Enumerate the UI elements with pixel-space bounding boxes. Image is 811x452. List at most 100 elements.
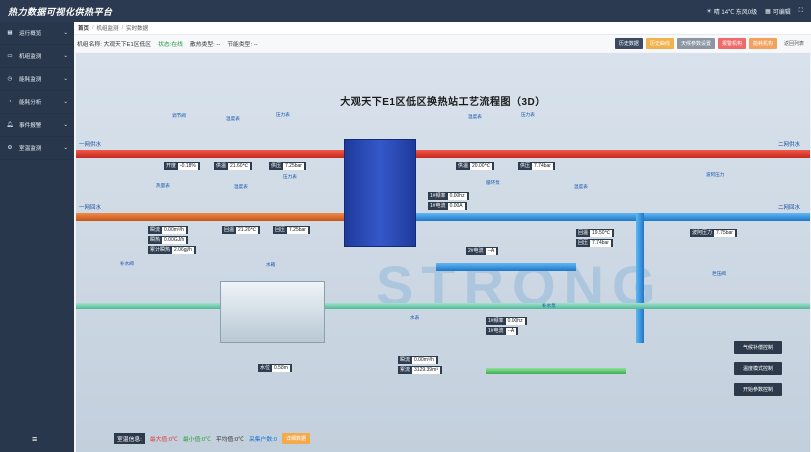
chevron-down-icon: ⌄ <box>63 99 68 105</box>
makeup-pump-pipe <box>486 368 626 374</box>
secondary-return-pipe <box>416 213 810 221</box>
room-temp-avg: 0℃ <box>234 437 244 443</box>
makeup-pump-label: 补水泵 <box>542 303 556 308</box>
history-data-button[interactable]: 历史数据 <box>614 38 643 49</box>
sidebar-item-alarm[interactable]: 🔔︎ 事件报警 ⌄ <box>0 114 74 137</box>
chevron-down-icon: ⌄ <box>63 122 68 128</box>
grid-icon: ▦ <box>765 8 771 15</box>
pie-icon: ◔ <box>8 99 12 105</box>
param-control-button[interactable]: 开始参数控制 <box>734 383 782 396</box>
heat-exchanger[interactable] <box>344 139 416 247</box>
chevron-down-icon: ⌄ <box>63 76 68 82</box>
temp-gauge-label-4: 温度表 <box>574 184 588 189</box>
breadcrumb-home[interactable]: 首页 <box>78 26 90 32</box>
fullscreen-icon[interactable]: ⛶ <box>798 7 803 14</box>
chevron-down-icon: ⌄ <box>63 145 68 151</box>
reading-valve-open: 开度-0.18% <box>164 162 200 170</box>
climate-control-button[interactable]: 气候补偿控制 <box>734 341 782 354</box>
primary-return-pipe <box>76 213 344 221</box>
process-diagram: STRONG 大观天下E1区低区换热站工艺流程图（3D） 一网供水 一网回水 二… <box>76 53 810 452</box>
pressure-ctrl-label: 波阿压力 <box>706 172 725 177</box>
pressure-gauge-label-1: 压力表 <box>276 112 290 117</box>
menu-icon[interactable]: ≡ <box>32 434 38 444</box>
heat-type: -- <box>216 42 221 48</box>
water-tank[interactable] <box>220 281 325 343</box>
room-temp-max: 0℃ <box>168 437 178 443</box>
screen-toggle[interactable]: ▦ 可编辑 <box>765 8 791 16</box>
circ-pump-label: 循环泵 <box>486 180 500 185</box>
app-title: 热力数据可视化供热平台 <box>8 6 113 17</box>
reading-mk1-cur: 1#电流--A <box>486 327 519 335</box>
params-settings-button[interactable]: 天候参数设置 <box>676 38 715 49</box>
pump-loop-pipe <box>436 263 576 271</box>
sidebar-item-overview[interactable]: ▦ 运行概览 ⌄ <box>0 22 74 45</box>
monitor-icon: ▭ <box>7 53 13 59</box>
weather: ☀ 晴 14℃ 东风0级 <box>706 8 758 16</box>
label-p2-supply: 二网供水 <box>778 142 801 148</box>
main-content: 首页 / 机组监测 / 实时数据 机组名称: 大观天下E1区低区 状态:在线 散… <box>74 22 811 452</box>
grid-icon: ▦ <box>7 30 13 36</box>
makeup-valve-label: 补水阀 <box>120 261 134 266</box>
room-temp-count: 0 <box>273 437 277 443</box>
room-temp-bar: 室温信息: 最大值:0℃ 最小值:0℃ 平均值:0℃ 采集户数:0 详细数据 <box>114 433 311 444</box>
top-right-tools: ☀ 晴 14℃ 东风0级 ▦ 可编辑 ⛶ <box>706 7 803 16</box>
sidebar: ▦ 运行概览 ⌄ ▭ 机组监测 ⌄ ◷ 能耗监测 ⌄ ◔ 能耗分析 ⌄ 🔔︎ 事… <box>0 22 74 452</box>
status-badge: 在线 <box>171 42 183 48</box>
sidebar-item-unit-monitor[interactable]: ▭ 机组监测 ⌄ <box>0 45 74 68</box>
temp-gauge-label-3: 温度表 <box>468 114 482 119</box>
temp-gauge-label-1: 温度表 <box>226 116 240 121</box>
water-meter-label: 水表 <box>410 315 420 320</box>
history-curve-button[interactable]: 历史曲线 <box>645 38 674 49</box>
regulating-valve-label: 调节阀 <box>172 113 186 118</box>
chevron-down-icon: ⌄ <box>63 53 68 59</box>
breadcrumb-level2: 实时数据 <box>126 26 149 32</box>
diagram-title: 大观天下E1区低区换热站工艺流程图（3D） <box>340 97 546 108</box>
energy-button[interactable]: 能耗机构 <box>748 38 777 49</box>
unit-name: 大观天下E1区低区 <box>103 42 152 48</box>
detail-data-button[interactable]: 详细数据 <box>282 433 311 444</box>
sidebar-item-energy-monitor[interactable]: ◷ 能耗监测 ⌄ <box>0 68 74 91</box>
breadcrumb-level1[interactable]: 机组监测 <box>96 26 119 32</box>
label-p1-return: 一网回水 <box>79 205 102 211</box>
alarm-button[interactable]: 报警机构 <box>717 38 746 49</box>
chevron-down-icon: ⌄ <box>63 30 68 36</box>
sidebar-item-energy-analysis[interactable]: ◔ 能耗分析 ⌄ <box>0 91 74 114</box>
unit-info-bar: 机组名称: 大观天下E1区低区 状态:在线 散热类型: -- 节能类型: -- … <box>74 35 811 52</box>
save-type: -- <box>253 42 258 48</box>
reading-pump2-cur: 2#电流--A <box>466 247 499 255</box>
temp-gauge-label-2: 温度表 <box>234 184 248 189</box>
bell-icon: 🔔︎ <box>6 122 14 128</box>
primary-supply-pipe <box>76 150 810 158</box>
gear-icon: ⚙ <box>7 145 13 151</box>
makeup-water-pipe <box>76 303 810 309</box>
pressure-gauge-label-3: 压力表 <box>521 112 535 117</box>
heat-meter-label: 热量表 <box>156 183 170 188</box>
clock-icon: ◷ <box>7 76 13 82</box>
relief-valve-label: 泄压阀 <box>712 271 726 276</box>
back-to-list-button[interactable]: 返回列表 <box>783 41 804 47</box>
secondary-return-riser <box>636 213 644 343</box>
water-tank-label: 水箱 <box>266 262 276 267</box>
sidebar-item-room-temp[interactable]: ⚙ 室温监测 ⌄ <box>0 137 74 160</box>
temp-mode-control-button[interactable]: 温度模式控制 <box>734 362 782 375</box>
room-temp-label: 室温信息: <box>114 433 145 444</box>
action-buttons: 历史数据 历史曲线 天候参数设置 报警机构 能耗机构 返回列表 <box>614 38 808 49</box>
breadcrumb: 首页 / 机组监测 / 实时数据 <box>74 22 811 35</box>
label-p1-supply: 一网供水 <box>79 142 102 148</box>
